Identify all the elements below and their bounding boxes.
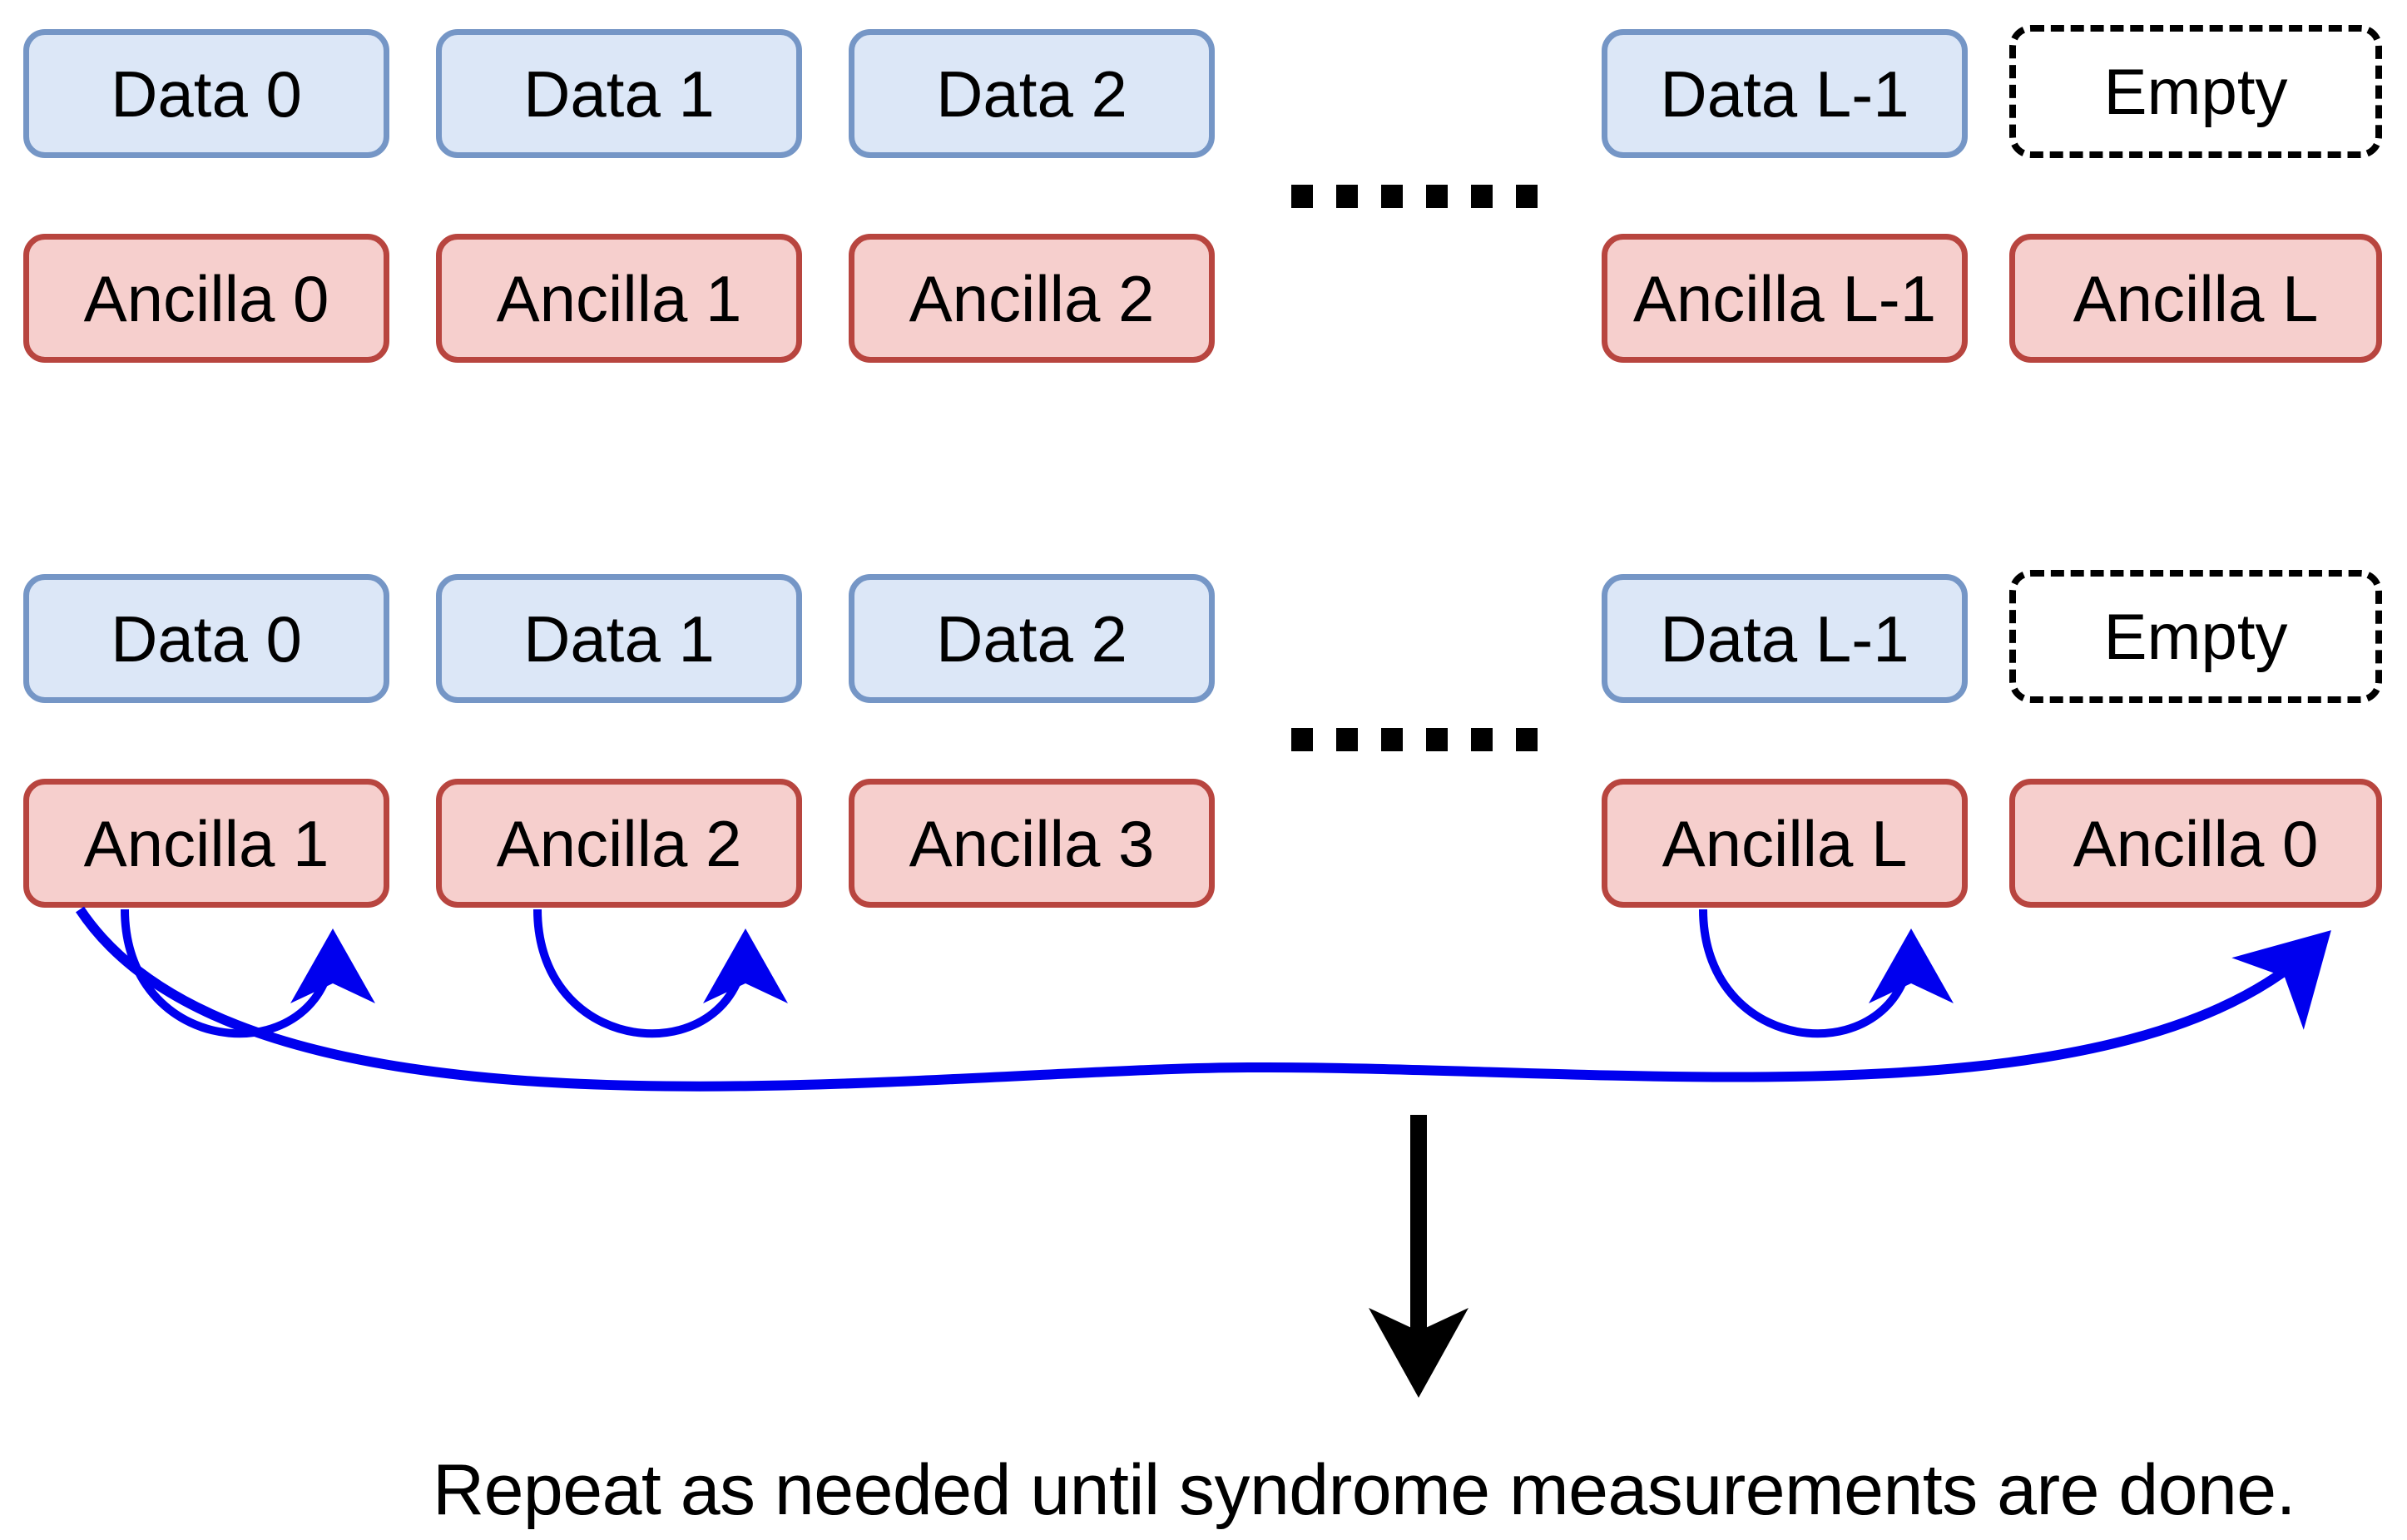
shift-arrow-aL-a0 xyxy=(1699,909,1954,1038)
box-label: Empty xyxy=(2103,55,2288,128)
stage1-empty-box: Empty xyxy=(2009,25,2382,158)
box-label: Data 2 xyxy=(936,602,1127,676)
stage1-ancilla-box-L: Ancilla L xyxy=(2009,234,2382,363)
ellipsis-dot xyxy=(1381,728,1403,751)
ellipsis-dot xyxy=(1516,185,1538,208)
box-label: Empty xyxy=(2103,600,2288,673)
box-label: Data 2 xyxy=(936,57,1127,131)
stage1-data-box-2: Data 2 xyxy=(849,29,1215,158)
box-label: Data 1 xyxy=(523,602,715,676)
stage2-ellipsis xyxy=(1291,728,1538,751)
stage2-ancilla-box-2: Ancilla 2 xyxy=(436,779,802,908)
repeat-caption: Repeat as needed until syndrome measurem… xyxy=(433,1450,2296,1530)
box-label: Ancilla L xyxy=(1662,806,1908,880)
ellipsis-dot xyxy=(1471,728,1493,751)
ellipsis-dot xyxy=(1291,728,1313,751)
ellipsis-dot xyxy=(1516,728,1538,751)
shift-arrow-a1-a2 xyxy=(121,909,375,1038)
stage2-data-box-2: Data 2 xyxy=(849,574,1215,703)
box-label: Ancilla 1 xyxy=(83,806,329,880)
box-label: Data L-1 xyxy=(1660,57,1909,131)
shift-arrow-long-sweep xyxy=(76,906,2331,1092)
shift-arrow-a2-a3 xyxy=(533,909,788,1038)
ellipsis-dot xyxy=(1336,185,1358,208)
stage2-data-box-1: Data 1 xyxy=(436,574,802,703)
stage1-data-box-L-1: Data L-1 xyxy=(1602,29,1968,158)
stage2-empty-box: Empty xyxy=(2009,570,2382,703)
box-label: Data 0 xyxy=(111,602,302,676)
box-label: Ancilla 2 xyxy=(496,806,742,880)
stage1-ellipsis xyxy=(1291,185,1538,208)
stage2-ancilla-box-1: Ancilla 1 xyxy=(23,779,389,908)
box-label: Ancilla 1 xyxy=(496,261,742,335)
ellipsis-dot xyxy=(1426,728,1448,751)
stage2-ancilla-box-3: Ancilla 3 xyxy=(849,779,1215,908)
stage2-data-box-L-1: Data L-1 xyxy=(1602,574,1968,703)
stage2-ancilla-box-0: Ancilla 0 xyxy=(2009,779,2382,908)
box-label: Ancilla 0 xyxy=(83,261,329,335)
ellipsis-dot xyxy=(1471,185,1493,208)
stage1-data-box-1: Data 1 xyxy=(436,29,802,158)
box-label: Ancilla L xyxy=(2073,261,2319,335)
stage1-ancilla-box-2: Ancilla 2 xyxy=(849,234,1215,363)
stage2-data-box-0: Data 0 xyxy=(23,574,389,703)
box-label: Ancilla 2 xyxy=(909,261,1155,335)
stage1-ancilla-box-1: Ancilla 1 xyxy=(436,234,802,363)
box-label: Data 0 xyxy=(111,57,302,131)
box-label: Ancilla L-1 xyxy=(1632,261,1937,335)
stage2-ancilla-box-L: Ancilla L xyxy=(1602,779,1968,908)
stage1-data-box-0: Data 0 xyxy=(23,29,389,158)
box-label: Ancilla 0 xyxy=(2073,806,2319,880)
ellipsis-dot xyxy=(1381,185,1403,208)
box-label: Ancilla 3 xyxy=(909,806,1155,880)
stage1-ancilla-box-L-1: Ancilla L-1 xyxy=(1602,234,1968,363)
box-label: Data L-1 xyxy=(1660,602,1909,676)
ellipsis-dot xyxy=(1291,185,1313,208)
box-label: Data 1 xyxy=(523,57,715,131)
ellipsis-dot xyxy=(1336,728,1358,751)
stage1-ancilla-box-0: Ancilla 0 xyxy=(23,234,389,363)
ellipsis-dot xyxy=(1426,185,1448,208)
